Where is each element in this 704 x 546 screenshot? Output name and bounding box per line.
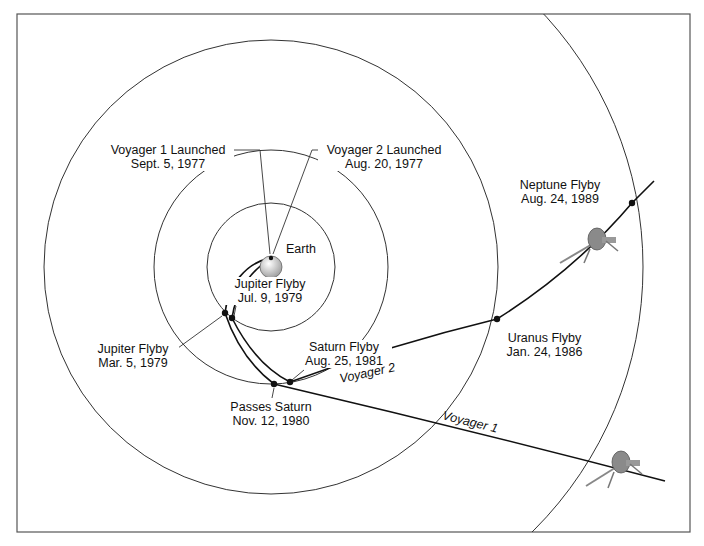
- flyby-label: Neptune Flyby Aug. 24, 1989: [509, 178, 611, 206]
- leader-line: [272, 388, 274, 398]
- flyby-label: Jupiter Flyby Mar. 5, 1979: [87, 342, 179, 370]
- jupiter-orbit: [207, 203, 335, 331]
- flyby-dot: [494, 316, 500, 322]
- flyby-label: Uranus Flyby Jan. 24, 1986: [495, 331, 594, 359]
- flyby-dot: [271, 381, 277, 387]
- flyby-dot: [229, 315, 235, 321]
- voyager-1-path: [225, 258, 665, 481]
- earth: [260, 256, 282, 278]
- planet-label: Earth: [284, 242, 318, 256]
- flyby-dot: [287, 379, 293, 385]
- frame: [17, 14, 690, 532]
- flyby-label: Jupiter Flyby Jul. 9, 1979: [224, 277, 316, 305]
- uranus-orbit: [44, 40, 498, 494]
- launch-label: Voyager 1 Launched Sept. 5, 1977: [102, 143, 234, 171]
- leader-line: [234, 150, 270, 254]
- neptune-orbit: [17, 14, 643, 532]
- launch-label: Voyager 2 Launched Aug. 20, 1977: [318, 143, 450, 171]
- launch-dot: [269, 256, 273, 260]
- flyby-dot: [222, 310, 228, 316]
- leader-line: [178, 316, 222, 348]
- flyby-label: Passes Saturn Nov. 12, 1980: [221, 400, 321, 428]
- spacecraft-icon: [586, 451, 642, 488]
- spacecraft-icon: [560, 228, 618, 263]
- flyby-dot: [629, 200, 635, 206]
